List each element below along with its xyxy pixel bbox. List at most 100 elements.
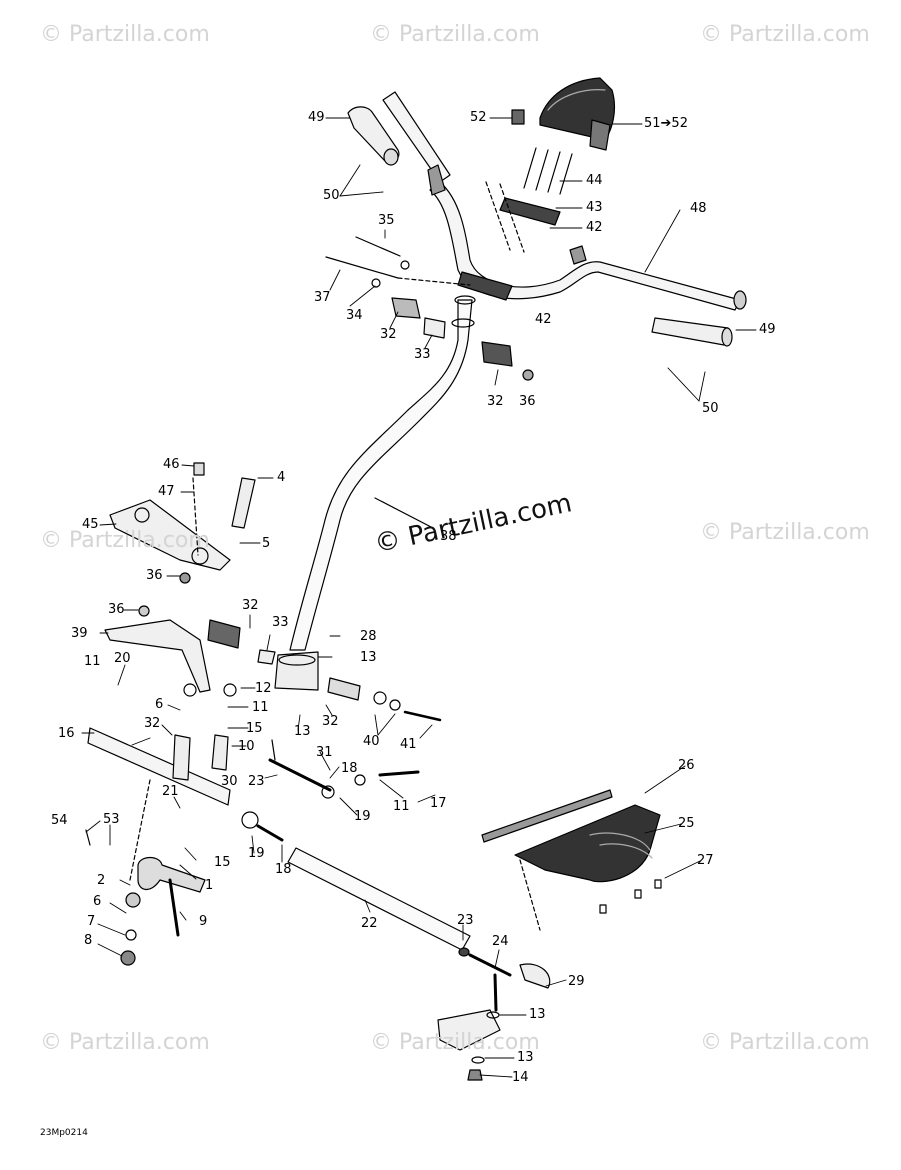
callout-37: 37	[314, 290, 331, 305]
callout-40: 40	[363, 734, 380, 749]
callout-13: 13	[360, 650, 377, 665]
callout-38: 38	[440, 529, 457, 544]
callout-39: 39	[71, 626, 88, 641]
callout-34: 34	[346, 308, 363, 323]
callout-10: 10	[238, 739, 255, 754]
watermark: © Partzilla.com	[40, 1030, 210, 1055]
callout-51: 51➔52	[644, 116, 688, 131]
callout-4: 4	[277, 470, 286, 485]
callout-23: 23	[248, 774, 265, 789]
callout-18: 18	[275, 862, 292, 877]
callout-32: 32	[322, 714, 339, 729]
callout-22: 22	[361, 916, 378, 931]
callout-14: 14	[512, 1070, 529, 1085]
callout-7: 7	[87, 914, 96, 929]
callout-6: 6	[155, 697, 164, 712]
callout-43: 43	[586, 200, 603, 215]
callout-47: 47	[158, 484, 175, 499]
spindle	[437, 973, 501, 1081]
watermark: © Partzilla.com	[700, 1030, 870, 1055]
leader-lines	[81, 117, 757, 1078]
callout-53: 53	[103, 812, 120, 827]
callout-24: 24	[492, 934, 509, 949]
callout-21: 21	[162, 784, 179, 799]
callout-41: 41	[400, 737, 417, 752]
pitman-arm	[87, 683, 237, 881]
watermark: © Partzilla.com	[370, 22, 540, 47]
bracket-upper	[109, 462, 256, 584]
handlebar-cover	[511, 77, 616, 151]
callout-36: 36	[146, 568, 163, 583]
callout-32: 32	[487, 394, 504, 409]
callout-30: 30	[221, 774, 238, 789]
watermark: © Partzilla.com	[700, 520, 870, 545]
callout-31: 31	[316, 745, 333, 760]
callout-52: 52	[470, 110, 487, 125]
callout-36: 36	[519, 394, 536, 409]
callout-6: 6	[93, 894, 102, 909]
callout-18: 18	[341, 761, 358, 776]
callout-42: 42	[535, 312, 552, 327]
callout-29: 29	[568, 974, 585, 989]
callout-13: 13	[294, 724, 311, 739]
diagram-code: 23Mp0214	[40, 1128, 88, 1138]
watermark: © Partzilla.com	[700, 22, 870, 47]
callout-32: 32	[242, 598, 259, 613]
callout-49: 49	[759, 322, 776, 337]
right-grip	[651, 317, 733, 347]
callout-27: 27	[697, 853, 714, 868]
callout-2: 2	[97, 873, 106, 888]
watermark: © Partzilla.com	[40, 22, 210, 47]
callout-13: 13	[529, 1007, 546, 1022]
tie-rod	[241, 811, 551, 989]
callout-19: 19	[248, 846, 265, 861]
handlebar	[382, 91, 747, 311]
callout-11: 11	[84, 654, 101, 669]
callout-9: 9	[199, 914, 208, 929]
callout-42: 42	[586, 220, 603, 235]
callout-12: 12	[255, 681, 272, 696]
callout-5: 5	[262, 536, 271, 551]
callout-50: 50	[323, 188, 340, 203]
callout-20: 20	[114, 651, 131, 666]
callout-54: 54	[51, 813, 68, 828]
callout-45: 45	[82, 517, 99, 532]
callout-15: 15	[214, 855, 231, 870]
callout-35: 35	[378, 213, 395, 228]
upper-bushings	[325, 236, 534, 381]
callout-19: 19	[354, 809, 371, 824]
callout-26: 26	[678, 758, 695, 773]
callout-28: 28	[360, 629, 377, 644]
callout-49: 49	[308, 110, 325, 125]
callout-32: 32	[380, 327, 397, 342]
callout-8: 8	[84, 933, 93, 948]
steering-column	[274, 295, 476, 691]
left-grip	[347, 106, 400, 166]
watermark: © Partzilla.com	[40, 528, 210, 553]
callout-33: 33	[272, 615, 289, 630]
callout-16: 16	[58, 726, 75, 741]
callout-33: 33	[414, 347, 431, 362]
callout-15: 15	[246, 721, 263, 736]
steering-link	[268, 677, 442, 799]
callout-11: 11	[252, 700, 269, 715]
steering-boot	[481, 789, 662, 931]
callout-1: 1	[205, 878, 214, 893]
callout-48: 48	[690, 201, 707, 216]
callout-17: 17	[430, 796, 447, 811]
callout-25: 25	[678, 816, 695, 831]
callout-44: 44	[586, 173, 603, 188]
callout-36: 36	[108, 602, 125, 617]
callout-11: 11	[393, 799, 410, 814]
callout-46: 46	[163, 457, 180, 472]
bracket-lower	[104, 605, 276, 693]
watermark: © Partzilla.com	[370, 1030, 540, 1055]
callout-13: 13	[517, 1050, 534, 1065]
callout-2: 2	[152, 716, 161, 731]
clamp-bolts	[457, 147, 573, 301]
lower-steering-arm	[85, 829, 206, 966]
callout-3: 3	[144, 716, 153, 731]
callout-23: 23	[457, 913, 474, 928]
callout-50: 50	[702, 401, 719, 416]
